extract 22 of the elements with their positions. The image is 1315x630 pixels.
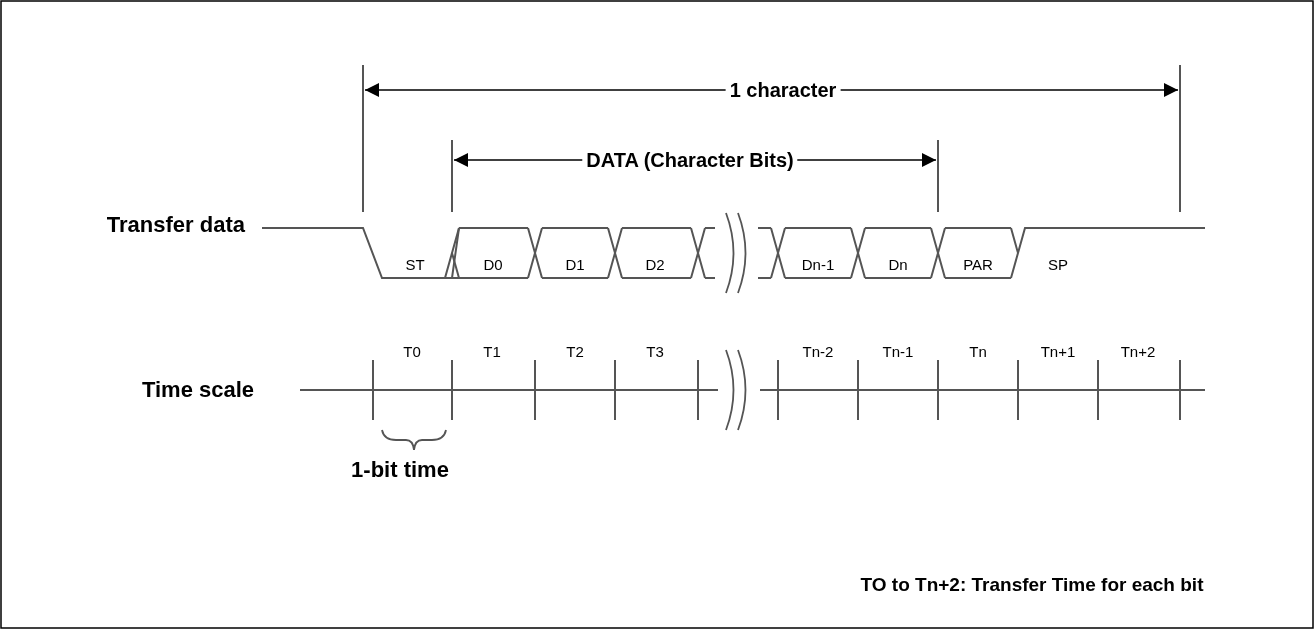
footnote: TO to Tn+2: Transfer Time for each bit [860,574,1204,596]
time-slot-label: Tn [969,343,987,361]
time-slot-label: Tn+2 [1120,343,1156,361]
bit-label: D2 [645,256,665,274]
time-slot-label: T3 [646,343,664,361]
time-slot-label: Tn+1 [1040,343,1076,361]
bit-label: D0 [483,256,503,274]
time-slot-label: Tn-2 [802,343,834,361]
dimension-label: DATA (Character Bits) [582,149,798,171]
bit-label: PAR [963,256,993,274]
bit-label: D1 [565,256,585,274]
bit-time-label: 1-bit time [351,457,449,483]
bit-label: Dn [888,256,908,274]
row-label: Time scale [141,377,255,403]
time-slot-label: T1 [483,343,501,361]
bit-label: ST [405,256,425,274]
bit-label: SP [1048,256,1068,274]
time-slot-label: Tn-1 [882,343,914,361]
time-slot-label: T0 [403,343,421,361]
bit-label: Dn-1 [801,256,835,274]
time-slot-label: T2 [566,343,584,361]
row-label: Transfer data [105,212,245,238]
